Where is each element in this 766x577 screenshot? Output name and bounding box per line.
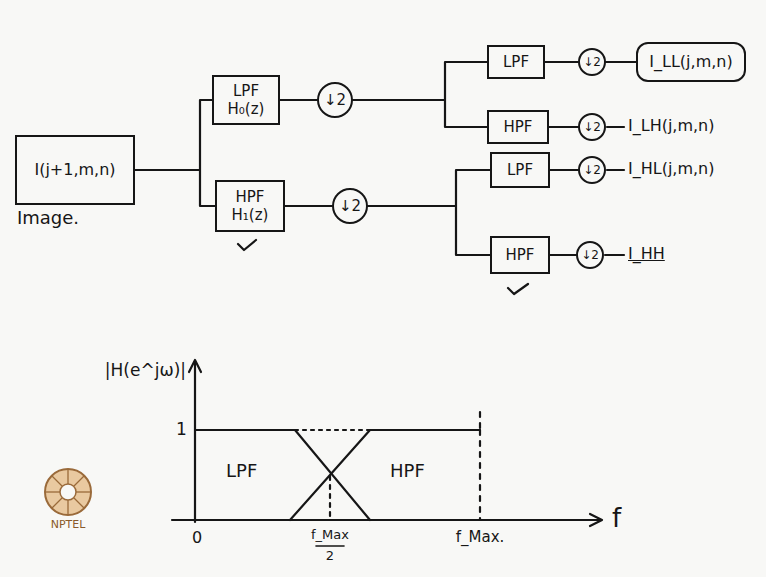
filter-box: LPF bbox=[487, 45, 545, 79]
y-axis bbox=[194, 362, 196, 522]
node-text: H₀(z) bbox=[228, 100, 265, 118]
output-signal: I_HL(j,m,n) bbox=[628, 159, 715, 178]
signal-wire bbox=[353, 100, 487, 127]
check-mark bbox=[508, 284, 528, 294]
caption-text: Image. bbox=[17, 207, 79, 229]
downsampler-circle: ↓2 bbox=[578, 113, 606, 141]
signal-wire bbox=[135, 170, 215, 206]
lpf-curve bbox=[195, 430, 370, 520]
signal-wire bbox=[285, 205, 332, 207]
band-label: HPF bbox=[390, 460, 425, 482]
node-text: LPF bbox=[503, 53, 529, 71]
check-mark bbox=[238, 240, 256, 250]
filter-box: HPF bbox=[487, 110, 549, 144]
x-axis bbox=[172, 519, 600, 521]
axis-label: |H(e^jω)| bbox=[105, 360, 186, 380]
leader-line bbox=[605, 254, 624, 256]
filter-box: LPF bbox=[490, 152, 550, 188]
signal-wire bbox=[368, 170, 490, 206]
output-signal: I_LH(j,m,n) bbox=[628, 116, 715, 135]
node-text: ↓2 bbox=[581, 248, 599, 262]
node-text: ↓2 bbox=[583, 163, 601, 177]
downsampler-circle: ↓2 bbox=[317, 82, 353, 118]
node-text: ↓2 bbox=[324, 91, 346, 109]
tick-label: 2 bbox=[326, 548, 334, 564]
tick-label: f_Max bbox=[311, 527, 349, 543]
output-box: I_LL(j,m,n) bbox=[636, 42, 746, 82]
node-text: HPF bbox=[506, 246, 535, 264]
node-text: HPF bbox=[236, 188, 265, 206]
filter-box: HPF bbox=[490, 236, 550, 274]
leader-line bbox=[607, 126, 624, 128]
image-box: I(j+1,m,n)Image. bbox=[15, 135, 135, 205]
signal-wire bbox=[280, 99, 317, 101]
node-text: ↓2 bbox=[339, 197, 361, 215]
logo-text: NPTEL bbox=[51, 518, 86, 531]
node-text: LPF bbox=[233, 82, 259, 100]
leader-line bbox=[607, 169, 624, 171]
signal-wire bbox=[368, 206, 490, 255]
downsampler-circle: ↓2 bbox=[332, 188, 368, 224]
dashed-line bbox=[479, 412, 481, 428]
node-text: LPF bbox=[507, 161, 533, 179]
axis-arrow bbox=[590, 514, 602, 526]
dashed-line bbox=[479, 430, 481, 520]
filter-box: LPFH₀(z) bbox=[212, 75, 280, 125]
filter-box: HPFH₁(z) bbox=[215, 180, 285, 232]
node-text: ↓2 bbox=[583, 55, 601, 69]
downsampler-circle: ↓2 bbox=[578, 48, 606, 76]
axis-arrow bbox=[189, 360, 201, 372]
band-label: LPF bbox=[226, 460, 257, 482]
hpf-curve bbox=[290, 430, 480, 520]
dashed-line bbox=[329, 476, 331, 520]
node-text: I(j+1,m,n) bbox=[34, 160, 115, 179]
signal-wire bbox=[606, 61, 636, 63]
node-text: H₁(z) bbox=[232, 206, 269, 224]
signal-wire bbox=[549, 126, 578, 128]
signal-wire bbox=[545, 61, 578, 63]
axis-label: f bbox=[612, 503, 621, 534]
tick-label: f_Max. bbox=[456, 528, 505, 546]
signal-wire bbox=[135, 100, 212, 170]
logo bbox=[45, 469, 91, 515]
fraction-bar bbox=[316, 545, 344, 547]
downsampler-circle: ↓2 bbox=[576, 241, 604, 269]
dotted-line bbox=[295, 429, 370, 431]
signal-wire bbox=[550, 254, 576, 256]
output-signal: I_HH bbox=[628, 244, 665, 263]
tick-label: 0 bbox=[192, 528, 202, 547]
node-text: I_LL(j,m,n) bbox=[649, 52, 732, 71]
node-text: HPF bbox=[504, 118, 533, 136]
signal-wire bbox=[550, 169, 578, 171]
downsampler-circle: ↓2 bbox=[578, 156, 606, 184]
node-text: ↓2 bbox=[583, 120, 601, 134]
tick-label: 1 bbox=[176, 419, 187, 439]
signal-wire bbox=[353, 62, 487, 100]
